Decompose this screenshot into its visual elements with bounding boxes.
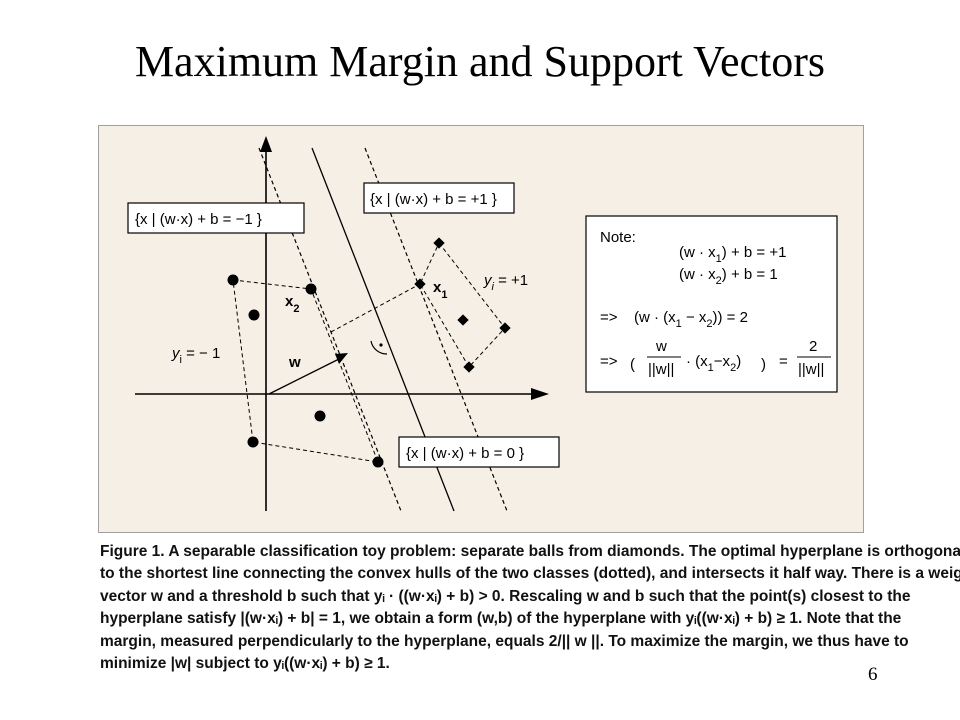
x1-label: x1: [433, 279, 447, 301]
label-plus1: {x | (w·x) + b = +1 }: [370, 191, 497, 208]
diamond-point: [499, 322, 511, 334]
right-angle-dot: [379, 343, 383, 347]
note-heading: Note:: [600, 229, 636, 246]
diamond-convex-hull: [419, 242, 506, 368]
x-axis-arrowhead: [531, 388, 549, 400]
note-eq4-num: w: [655, 338, 667, 355]
label-zero: {x | (w·x) + b = 0 }: [406, 445, 524, 462]
caption-line: to the shortest line connecting the conv…: [100, 565, 960, 583]
note-eq4-lparen: (: [630, 356, 635, 373]
ball-point: [247, 436, 259, 448]
note-eq4-den: ||w||: [648, 361, 674, 378]
caption-line: margin, measured perpendicularly to the …: [100, 632, 909, 650]
x2-label: x2: [285, 293, 299, 315]
caption-line: Figure 1. A separable classification toy…: [100, 543, 960, 560]
note-eq2: (w · x2) + b = 1: [679, 266, 778, 287]
ball-point: [227, 274, 239, 286]
page-number: 6: [868, 664, 878, 685]
note-eq1: (w · x1) + b = +1: [679, 244, 786, 265]
caption-line: minimize |w| subject to yᵢ((w·xᵢ) + b) ≥…: [100, 655, 390, 673]
note-eq4-rden: ||w||: [798, 361, 824, 378]
slide-title: Maximum Margin and Support Vectors: [134, 37, 826, 86]
w-label: w: [288, 354, 301, 371]
box-zero: [398, 436, 560, 468]
diamond-point: [414, 278, 426, 290]
ball-point: [248, 309, 260, 321]
y-axis-arrowhead: [260, 136, 272, 152]
ball-convex-hull: [232, 279, 379, 463]
caption-line: vector w and a threshold b such that yᵢ …: [100, 587, 911, 605]
shortest-connecting-line: [330, 283, 421, 333]
ball-point: [314, 410, 326, 422]
svm-diagram: {x | (w·x) + b = −1 } {x | (w·x) + b = +…: [127, 136, 838, 512]
diamond-point: [433, 237, 445, 249]
box-minus1: [127, 202, 305, 234]
note-eq4-mid: · (x1−x2): [686, 353, 741, 374]
right-angle-marker: [370, 340, 388, 355]
ball-point: [305, 283, 317, 295]
yi-minus-label: yi = − 1: [171, 345, 220, 366]
label-minus1: {x | (w·x) + b = −1 }: [135, 211, 262, 228]
caption-line: hyperplane satisfy |(w·xᵢ) + b| = 1, we …: [100, 610, 902, 628]
yi-plus-label: yi = +1: [483, 272, 528, 293]
diamond-point: [463, 361, 475, 373]
diamond-point: [457, 314, 469, 326]
note-eq4-rnum: 2: [809, 338, 817, 355]
figure-caption: Figure 1. A separable classification toy…: [100, 541, 960, 675]
svm-figure: {x | (w·x) + b = −1 } {x | (w·x) + b = +…: [98, 125, 864, 533]
weight-vector: [268, 358, 340, 395]
note-eq3-arrow: =>: [600, 309, 618, 326]
weight-vector-arrowhead: [335, 353, 348, 364]
note-eq4-rparen: ): [761, 356, 766, 373]
box-plus1: [363, 182, 515, 214]
ball-point: [372, 456, 384, 468]
note-eq4-eq: =: [779, 353, 788, 370]
note-eq3: (w · (x1 − x2)) = 2: [634, 309, 748, 330]
note-box: [585, 215, 838, 393]
note-eq4-arrow: =>: [600, 353, 618, 370]
